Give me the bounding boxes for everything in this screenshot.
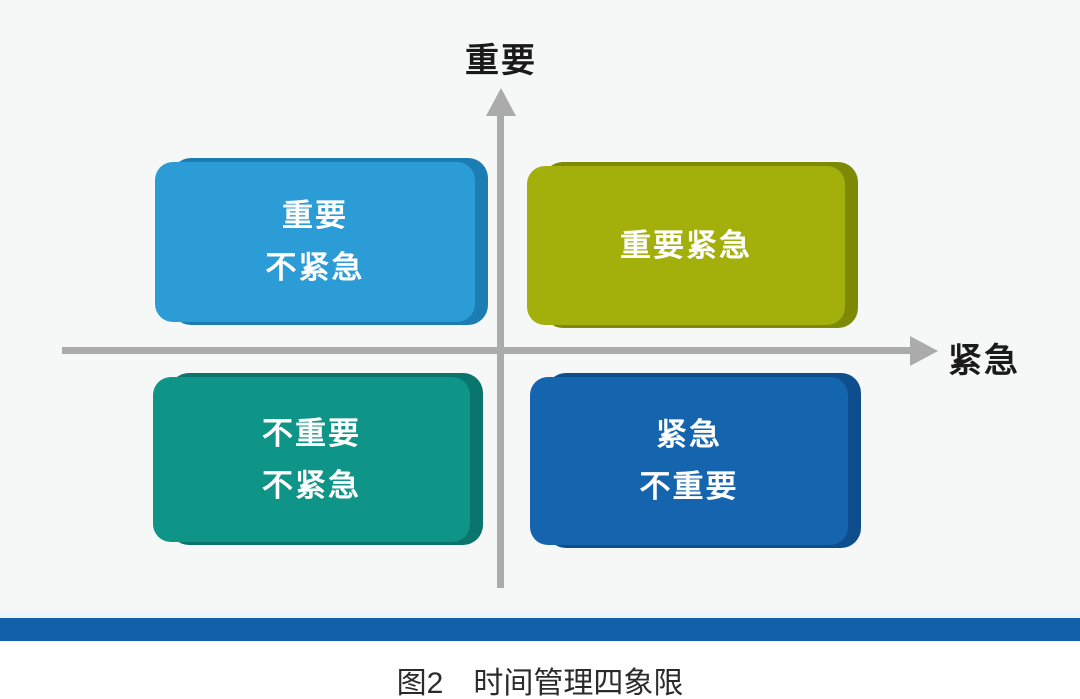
quadrant-face: 重要 不紧急 <box>155 162 475 322</box>
quadrant-important-not-urgent: 重要 不紧急 <box>155 158 488 325</box>
quadrant-label-line: 重要紧急 <box>620 227 752 263</box>
x-axis-line <box>62 347 912 354</box>
quadrant-not-important-not-urgent: 不重要 不紧急 <box>153 373 483 545</box>
quadrant-face: 重要紧急 <box>527 166 845 325</box>
quadrant-face: 不重要 不紧急 <box>153 377 470 542</box>
quadrant-label-line: 不重要 <box>262 415 361 451</box>
quadrant-urgent-not-important: 紧急 不重要 <box>530 373 861 548</box>
quadrant-label-line: 紧急 <box>656 417 722 452</box>
quadrant-important-urgent: 重要紧急 <box>527 162 858 328</box>
figure-label: 图2 <box>396 667 444 699</box>
divider-light-strip <box>0 612 1080 618</box>
quadrant-label-line: 不紧急 <box>265 250 365 285</box>
figure-caption: 图2 时间管理四象限 <box>0 658 1080 699</box>
quadrant-label-line: 不重要 <box>639 469 739 504</box>
x-axis-label: 紧急 <box>948 342 1020 380</box>
figure-title: 时间管理四象限 <box>473 667 684 699</box>
y-axis-label: 重要 <box>465 42 537 80</box>
right-arrow-icon <box>910 336 938 366</box>
quadrant-label-line: 重要 <box>282 198 348 233</box>
up-arrow-icon <box>486 88 516 116</box>
quadrant-label-line: 不紧急 <box>262 467 361 503</box>
divider-bar <box>0 618 1080 641</box>
quadrant-face: 紧急 不重要 <box>530 377 848 545</box>
